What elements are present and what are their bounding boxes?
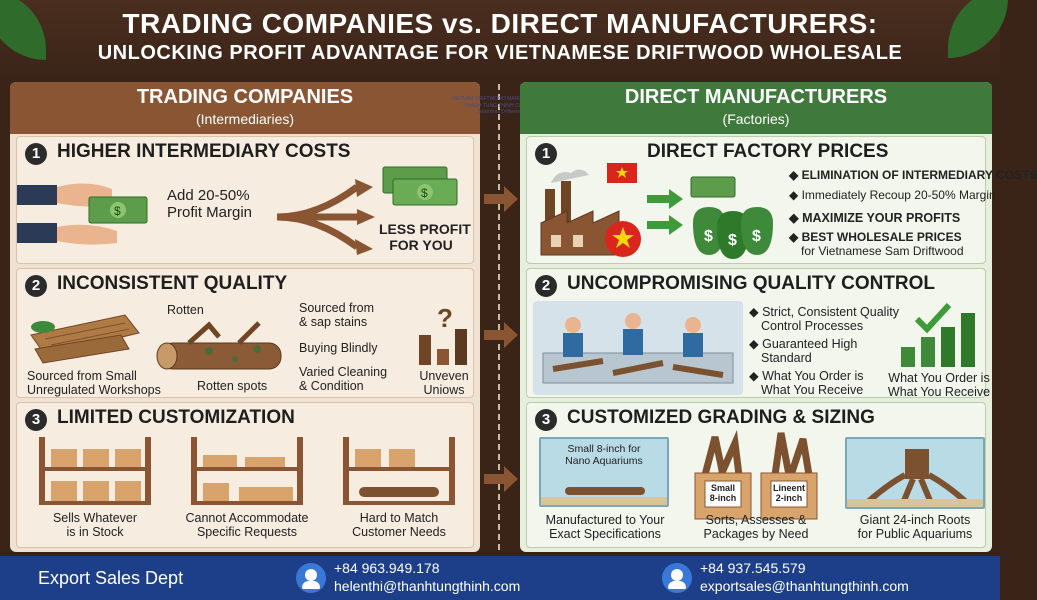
section-grading-sizing: 3 CUSTOMIZED GRADING & SIZING Small 8-in… — [526, 402, 986, 548]
giant-roots-label: Giant 24-inch Roots for Public Aquariums — [857, 513, 973, 542]
arrow-right-icon — [484, 186, 518, 212]
section-number: 3 — [25, 409, 47, 431]
user-contact-icon — [662, 563, 692, 593]
rotten-label: Rotten — [167, 303, 204, 317]
factory-icon — [540, 163, 641, 257]
company-watermark: VIETNAM DRIFTWOOD MANUFACTURER THANH TUN… — [451, 96, 549, 115]
section-title: HIGHER INTERMEDIARY COSTS — [57, 141, 351, 162]
driftwood-boxes-icon — [694, 429, 818, 520]
contact1-email[interactable]: helenthi@thanhtungthinh.com — [334, 578, 521, 594]
section-number: 1 — [25, 143, 47, 165]
green-arrows-icon — [647, 189, 683, 235]
quality-chart-label: What You Order is What You Receive — [887, 371, 991, 400]
arrow-right-icon — [484, 466, 518, 492]
box-small-label: Small 8-inch — [709, 483, 737, 504]
benefit-recoup: ◆ Immediately Recoup 20-50% Margin — [789, 188, 996, 202]
column-divider — [498, 84, 500, 550]
section-limited-customization: 3 LIMITED CUSTOMIZATION Sells Whatever i… — [16, 402, 474, 548]
uneven-label: Unveven Uniows — [419, 369, 469, 398]
sells-stock-label: Sells Whatever is in Stock — [52, 511, 138, 540]
manufactured-label: Manufactured to Your Exact Specification… — [545, 513, 665, 542]
handing-money-icon: $ — [17, 183, 148, 245]
trading-companies-header: TRADING COMPANIES (Intermediaries) — [10, 82, 480, 134]
giant-root-icon — [867, 449, 967, 505]
contact1-phone[interactable]: +84 963.949.178 — [334, 560, 440, 576]
section-number: 1 — [535, 143, 557, 165]
wood-plank-icon — [30, 314, 140, 364]
section-title: LIMITED CUSTOMIZATION — [57, 407, 295, 428]
splitting-arrows-icon — [276, 179, 375, 255]
section-inconsistent-quality: 2 INCONSISTENT QUALITY Rotten Rotten spo… — [16, 268, 474, 398]
trading-companies-subheading: (Intermediaries) — [195, 111, 295, 127]
contact2-email[interactable]: exportsales@thanhtungthinh.com — [700, 578, 909, 594]
sourced-small-label: Sourced from Small Unregulated Workshops — [27, 369, 161, 398]
hard-to-match-label: Hard to Match Customer Needs — [352, 511, 446, 540]
margin-label: Add 20-50% Profit Margin — [167, 187, 253, 222]
uneven-bars-question-icon: ? — [419, 303, 467, 365]
benefit-maximize: ◆ MAXIMIZE YOUR PROFITS — [789, 211, 961, 225]
svg-text:$: $ — [752, 228, 761, 245]
nano-aquarium-label: Small 8-inch for Nano Aquariums — [565, 443, 643, 468]
section-number: 2 — [535, 275, 557, 297]
money-bags-icon: $ $ $ — [690, 176, 773, 259]
workers-inspecting-icon — [533, 301, 743, 395]
box-lineent-label: Lineent 2-inch — [772, 483, 805, 504]
page-title: TRADING COMPANIES vs. DIRECT MANUFACTURE… — [122, 8, 878, 39]
page-header: TRADING COMPANIES vs. DIRECT MANUFACTURE… — [0, 0, 1000, 78]
rising-bars-check-icon — [901, 302, 975, 367]
arrow-right-icon — [484, 322, 518, 348]
aquarium-sand — [541, 497, 667, 505]
trading-companies-panel: TRADING COMPANIES (Intermediaries) 1 HIG… — [10, 82, 480, 552]
contact2-phone[interactable]: +84 937.545.579 — [700, 560, 806, 576]
aquarium-sand — [847, 499, 983, 507]
driftwood-piece — [565, 487, 645, 495]
benefit-elimination: ◆ ELIMINATION OF INTERMEDIARY COSTS — [789, 168, 1037, 182]
section-factory-prices: 1 DIRECT FACTORY PRICES $ $ $ ◆ ELIMINA — [526, 136, 1037, 264]
export-sales-dept: Export Sales Dept — [38, 568, 184, 588]
direct-manufacturers-header: DIRECT MANUFACTURERS (Factories) — [520, 82, 992, 134]
nano-aquarium: Small 8-inch for Nano Aquariums — [539, 437, 669, 507]
buying-blindly-label: Buying Blindly — [299, 341, 378, 355]
cash-stack-icon: $ — [382, 166, 458, 206]
svg-text:$: $ — [704, 228, 713, 245]
trading-companies-heading: TRADING COMPANIES — [136, 86, 354, 108]
varied-cleaning-label: Varied Cleaning & Condition — [299, 365, 388, 394]
section-title: DIRECT FACTORY PRICES — [647, 141, 889, 162]
section-number: 3 — [535, 409, 557, 431]
section-intermediary-costs: 1 HIGHER INTERMEDIARY COSTS $ Add 20-50%… — [16, 136, 474, 264]
direct-manufacturers-panel: DIRECT MANUFACTURERS (Factories) 1 DIREC… — [520, 82, 1037, 552]
direct-manufacturers-heading: DIRECT MANUFACTURERS — [624, 86, 888, 108]
less-profit-label: LESS PROFIT FOR YOU — [379, 221, 471, 254]
contact-footer: Export Sales Dept +84 963.949.178 helent… — [0, 556, 1000, 600]
stock-shelf-icon — [191, 437, 303, 505]
section-title: INCONSISTENT QUALITY — [57, 273, 288, 294]
svg-text:$: $ — [728, 232, 737, 249]
page-subtitle: UNLOCKING PROFIT ADVANTAGE FOR VIETNAMES… — [97, 42, 903, 64]
rotten-spots-label: Rotten spots — [197, 379, 268, 393]
stock-shelf-icon — [343, 437, 455, 505]
rotten-log-icon — [156, 321, 282, 370]
cannot-accommodate-label: Cannot Accommodate Specific Requests — [185, 511, 309, 540]
section-title: UNCOMPROMISING QUALITY CONTROL — [567, 273, 936, 294]
svg-text:?: ? — [437, 303, 453, 333]
public-aquarium — [845, 437, 985, 509]
svg-text:$: $ — [421, 186, 428, 200]
svg-text:$: $ — [114, 204, 121, 218]
stock-shelf-icon — [39, 437, 151, 505]
direct-manufacturers-subheading: (Factories) — [722, 111, 790, 127]
section-number: 2 — [25, 275, 47, 297]
section-quality-control: 2 UNCOMPROMISING QUALITY CONTROL ◆ Stric… — [526, 268, 990, 399]
section-title: CUSTOMIZED GRADING & SIZING — [567, 407, 875, 428]
sorts-label: Sorts, Assesses & Packages by Need — [703, 513, 809, 542]
user-contact-icon — [296, 563, 326, 593]
sap-stains-label: Sourced from & sap stains — [299, 301, 375, 330]
